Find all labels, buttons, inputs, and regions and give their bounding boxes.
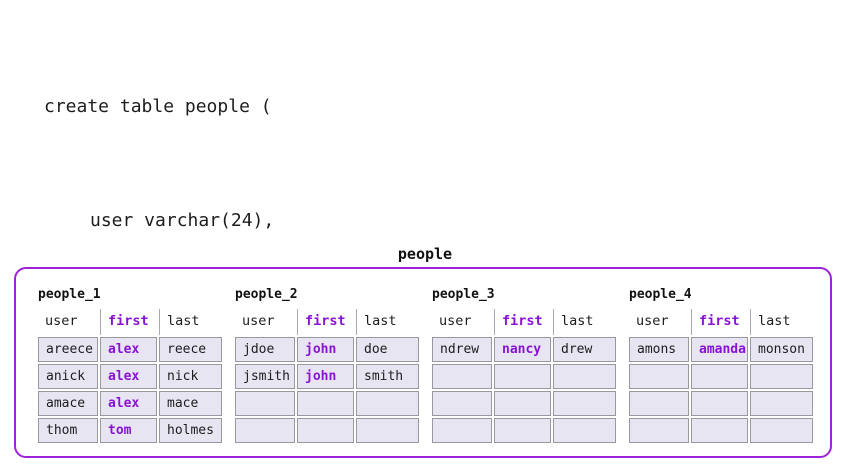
column-header-user: user: [38, 309, 98, 335]
shard-group-container: people_1 user first last areece alex ree…: [14, 267, 832, 458]
column-header-last: last: [553, 309, 616, 335]
column-header-user: user: [629, 309, 689, 335]
cell-first: [494, 364, 551, 389]
cell-first: john: [297, 337, 354, 362]
table-row: anick alex nick: [38, 364, 222, 389]
cell-last: drew: [553, 337, 616, 362]
table-row: amace alex mace: [38, 391, 222, 416]
cell-first: [691, 364, 748, 389]
shard-title: people_3: [432, 287, 495, 302]
cell-last: monson: [750, 337, 813, 362]
shard-grid: user first last ndrew nancy drew: [430, 307, 618, 445]
cell-last: doe: [356, 337, 419, 362]
table-row: ndrew nancy drew: [432, 337, 616, 362]
cell-user: [629, 364, 689, 389]
cell-first: [297, 391, 354, 416]
table-row: [235, 418, 419, 443]
cell-first: [494, 418, 551, 443]
shard-grid: user first last jdoe john doe jsmith joh…: [233, 307, 421, 445]
header-row: user first last: [629, 309, 813, 335]
header-row: user first last: [38, 309, 222, 335]
table-row: [629, 418, 813, 443]
cell-last: reece: [159, 337, 222, 362]
column-header-first: first: [494, 309, 551, 335]
cell-user: [629, 418, 689, 443]
column-header-last: last: [159, 309, 222, 335]
table-row: amons amanda monson: [629, 337, 813, 362]
cell-user: jdoe: [235, 337, 295, 362]
cell-user: anick: [38, 364, 98, 389]
diagram-title: people: [397, 245, 453, 263]
cell-first: alex: [100, 364, 157, 389]
shard-table-people-2: people_2 user first last jdoe john doe j…: [233, 287, 419, 456]
cell-user: jsmith: [235, 364, 295, 389]
cell-user: areece: [38, 337, 98, 362]
column-header-first: first: [297, 309, 354, 335]
column-header-first: first: [100, 309, 157, 335]
column-header-user: user: [432, 309, 492, 335]
shard-title: people_1: [38, 287, 101, 302]
cell-user: amons: [629, 337, 689, 362]
cell-user: [432, 364, 492, 389]
cell-last: [750, 364, 813, 389]
shard-table-people-1: people_1 user first last areece alex ree…: [36, 287, 222, 456]
column-header-first: first: [691, 309, 748, 335]
cell-first: nancy: [494, 337, 551, 362]
column-header-last: last: [356, 309, 419, 335]
cell-first: alex: [100, 391, 157, 416]
cell-last: mace: [159, 391, 222, 416]
table-row: areece alex reece: [38, 337, 222, 362]
shard-grid: user first last amons amanda monson: [627, 307, 815, 445]
code-line-user: user varchar(24),: [90, 210, 275, 231]
cell-last: [750, 418, 813, 443]
cell-last: [750, 391, 813, 416]
table-row: jsmith john smith: [235, 364, 419, 389]
cell-user: ndrew: [432, 337, 492, 362]
cell-last: holmes: [159, 418, 222, 443]
cell-first: tom: [100, 418, 157, 443]
cell-first: [691, 418, 748, 443]
table-row: [432, 391, 616, 416]
table-row: [235, 391, 419, 416]
cell-last: [553, 391, 616, 416]
cell-user: [432, 391, 492, 416]
header-row: user first last: [235, 309, 419, 335]
cell-user: [235, 391, 295, 416]
cell-first: amanda: [691, 337, 748, 362]
cell-user: [432, 418, 492, 443]
cell-last: [356, 418, 419, 443]
table-row: [432, 364, 616, 389]
table-row: jdoe john doe: [235, 337, 419, 362]
cell-first: [494, 391, 551, 416]
shard-title: people_2: [235, 287, 298, 302]
cell-last: smith: [356, 364, 419, 389]
shard-grid: user first last areece alex reece anick …: [36, 307, 224, 445]
shard-title: people_4: [629, 287, 692, 302]
table-row: [629, 391, 813, 416]
cell-last: [553, 418, 616, 443]
cell-last: [553, 364, 616, 389]
column-header-last: last: [750, 309, 813, 335]
column-header-user: user: [235, 309, 295, 335]
cell-last: [356, 391, 419, 416]
cell-first: alex: [100, 337, 157, 362]
cell-first: [691, 391, 748, 416]
table-row: [629, 364, 813, 389]
cell-user: amace: [38, 391, 98, 416]
header-row: user first last: [432, 309, 616, 335]
cell-user: [235, 418, 295, 443]
cell-last: nick: [159, 364, 222, 389]
shard-table-people-3: people_3 user first last ndrew nancy dre…: [430, 287, 616, 456]
table-row: thom tom holmes: [38, 418, 222, 443]
code-line-create: create table people (: [44, 96, 272, 117]
cell-user: [629, 391, 689, 416]
shard-table-people-4: people_4 user first last amons amanda mo…: [627, 287, 813, 456]
cell-first: [297, 418, 354, 443]
cell-first: john: [297, 364, 354, 389]
cell-user: thom: [38, 418, 98, 443]
table-row: [432, 418, 616, 443]
